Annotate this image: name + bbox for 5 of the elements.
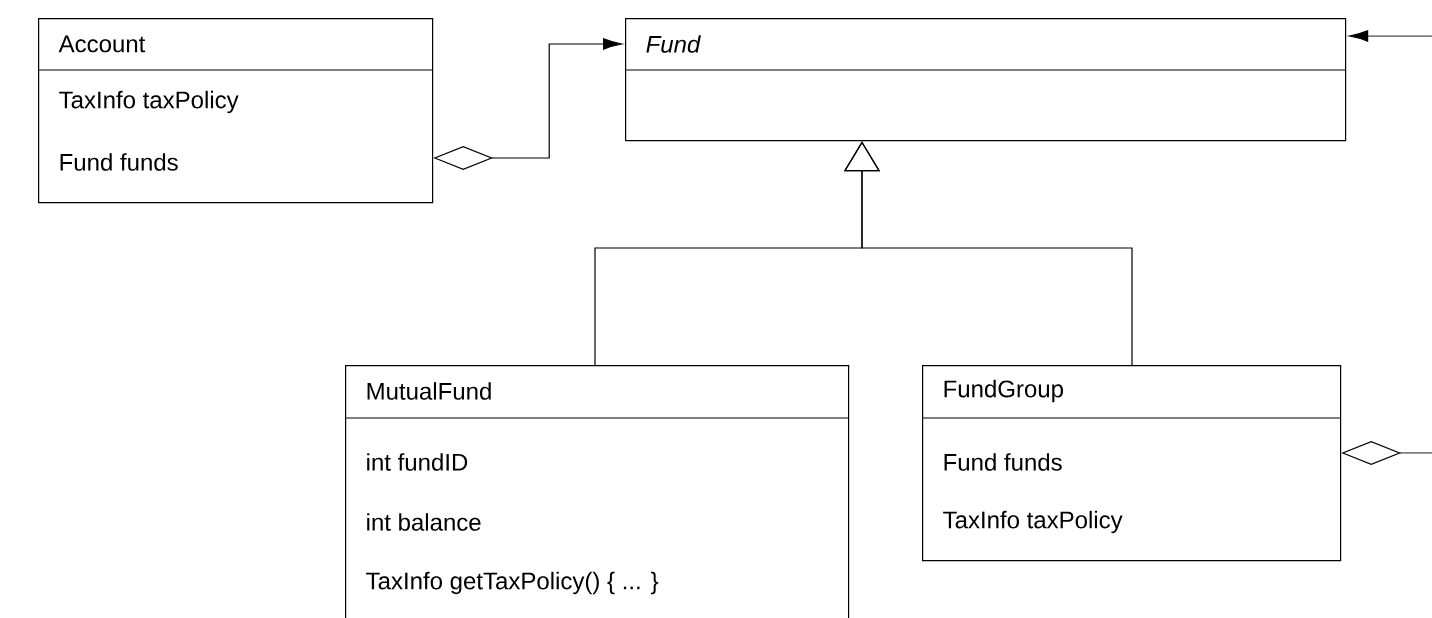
inheritance-arrow [843, 141, 1133, 366]
class-box: Account TaxInfo taxPolicy Fund funds [37, 18, 434, 204]
class-box: MutualFund int fundID int balance TaxInfo getTaxPolicy() { ... } [344, 365, 850, 618]
class-box: FundGroup Fund funds TaxInfo taxPolicy [921, 365, 1342, 562]
class-box: Fund [624, 18, 1347, 142]
